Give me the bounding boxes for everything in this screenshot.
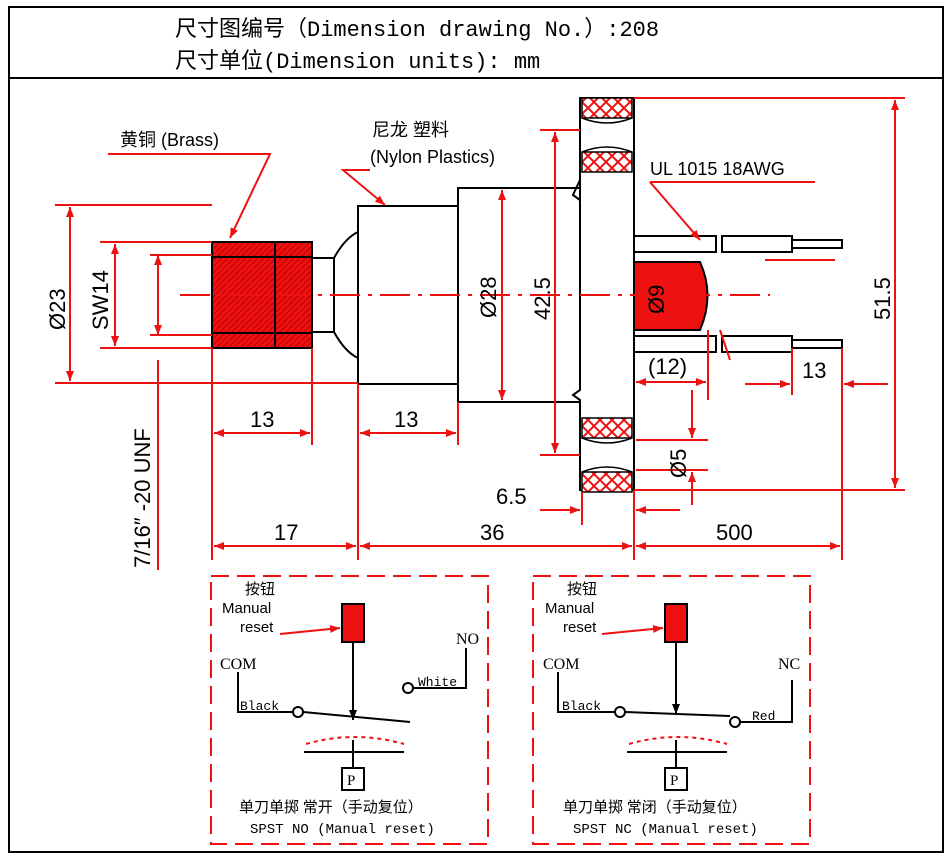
dim-length-36: 36	[480, 520, 504, 545]
dim-length-500: 500	[716, 520, 753, 545]
dim-body-13: 13	[394, 407, 418, 432]
dim-diameter-23: Ø23	[45, 288, 70, 330]
dim-length-17: 17	[274, 520, 298, 545]
com-label: COM	[220, 656, 256, 673]
button-symbol	[664, 603, 688, 643]
brass-label: 黄铜 (Brass)	[120, 130, 219, 150]
units-line: 尺寸单位(Dimension units): mm	[175, 49, 540, 75]
terminal-label: NC	[778, 656, 800, 673]
caption-cn: 单刀单掷 常闭（手动复位）	[563, 798, 747, 816]
button-label-cn: 按钮	[567, 581, 597, 598]
dim-wire-strip-13: 13	[802, 358, 826, 383]
pressure-label: P	[670, 773, 678, 789]
dim-diameter-28: Ø28	[476, 276, 501, 318]
button-label-en-2: reset	[240, 619, 274, 636]
com-label: COM	[543, 656, 579, 673]
button-label-en-1: Manual	[545, 600, 594, 617]
dim-diameter-5: Ø5	[666, 449, 691, 478]
schematic-spst-no: 按钮 Manual reset COM NO Black White P 单刀单…	[210, 575, 489, 845]
flange-hatching	[581, 97, 633, 493]
button-label-cn: 按钮	[245, 581, 275, 598]
dim-diameter-9: Ø9	[644, 285, 669, 314]
wire-b-label: Red	[752, 709, 775, 724]
outer-frame	[8, 6, 944, 853]
terminal-label: NO	[456, 631, 479, 648]
drawing-number-line: 尺寸图编号（Dimension drawing No.）:208	[175, 17, 659, 43]
wire-b-label: White	[418, 675, 457, 690]
dim-length-12: (12)	[648, 354, 687, 379]
dim-sw14: SW14	[88, 270, 113, 330]
nylon-label-en: (Nylon Plastics)	[370, 147, 495, 167]
button-symbol	[341, 603, 365, 643]
dim-length-6-5: 6.5	[496, 484, 527, 509]
button-label-en-2: reset	[563, 619, 597, 636]
schematic-spst-nc: 按钮 Manual reset COM NC Black Red P 单刀单掷 …	[532, 575, 811, 845]
button-label-en-1: Manual	[222, 600, 271, 617]
dim-height-51-5: 51.5	[870, 277, 895, 320]
thread-spec-label: 7/16″ -20 UNF	[130, 428, 155, 568]
caption-cn: 单刀单掷 常开（手动复位）	[239, 798, 423, 816]
nylon-label-cn: 尼龙 塑料	[372, 120, 449, 140]
wire-a-label: Black	[240, 699, 279, 714]
pressure-label: P	[347, 773, 355, 789]
caption-en: SPST NC (Manual reset)	[573, 822, 758, 838]
dim-height-42-5: 42.5	[530, 277, 555, 320]
wire-spec-label: UL 1015 18AWG	[650, 159, 785, 179]
dimension-lines	[55, 97, 905, 570]
wire-a-label: Black	[562, 699, 601, 714]
dim-nut-13: 13	[250, 407, 274, 432]
caption-en: SPST NO (Manual reset)	[250, 822, 435, 838]
